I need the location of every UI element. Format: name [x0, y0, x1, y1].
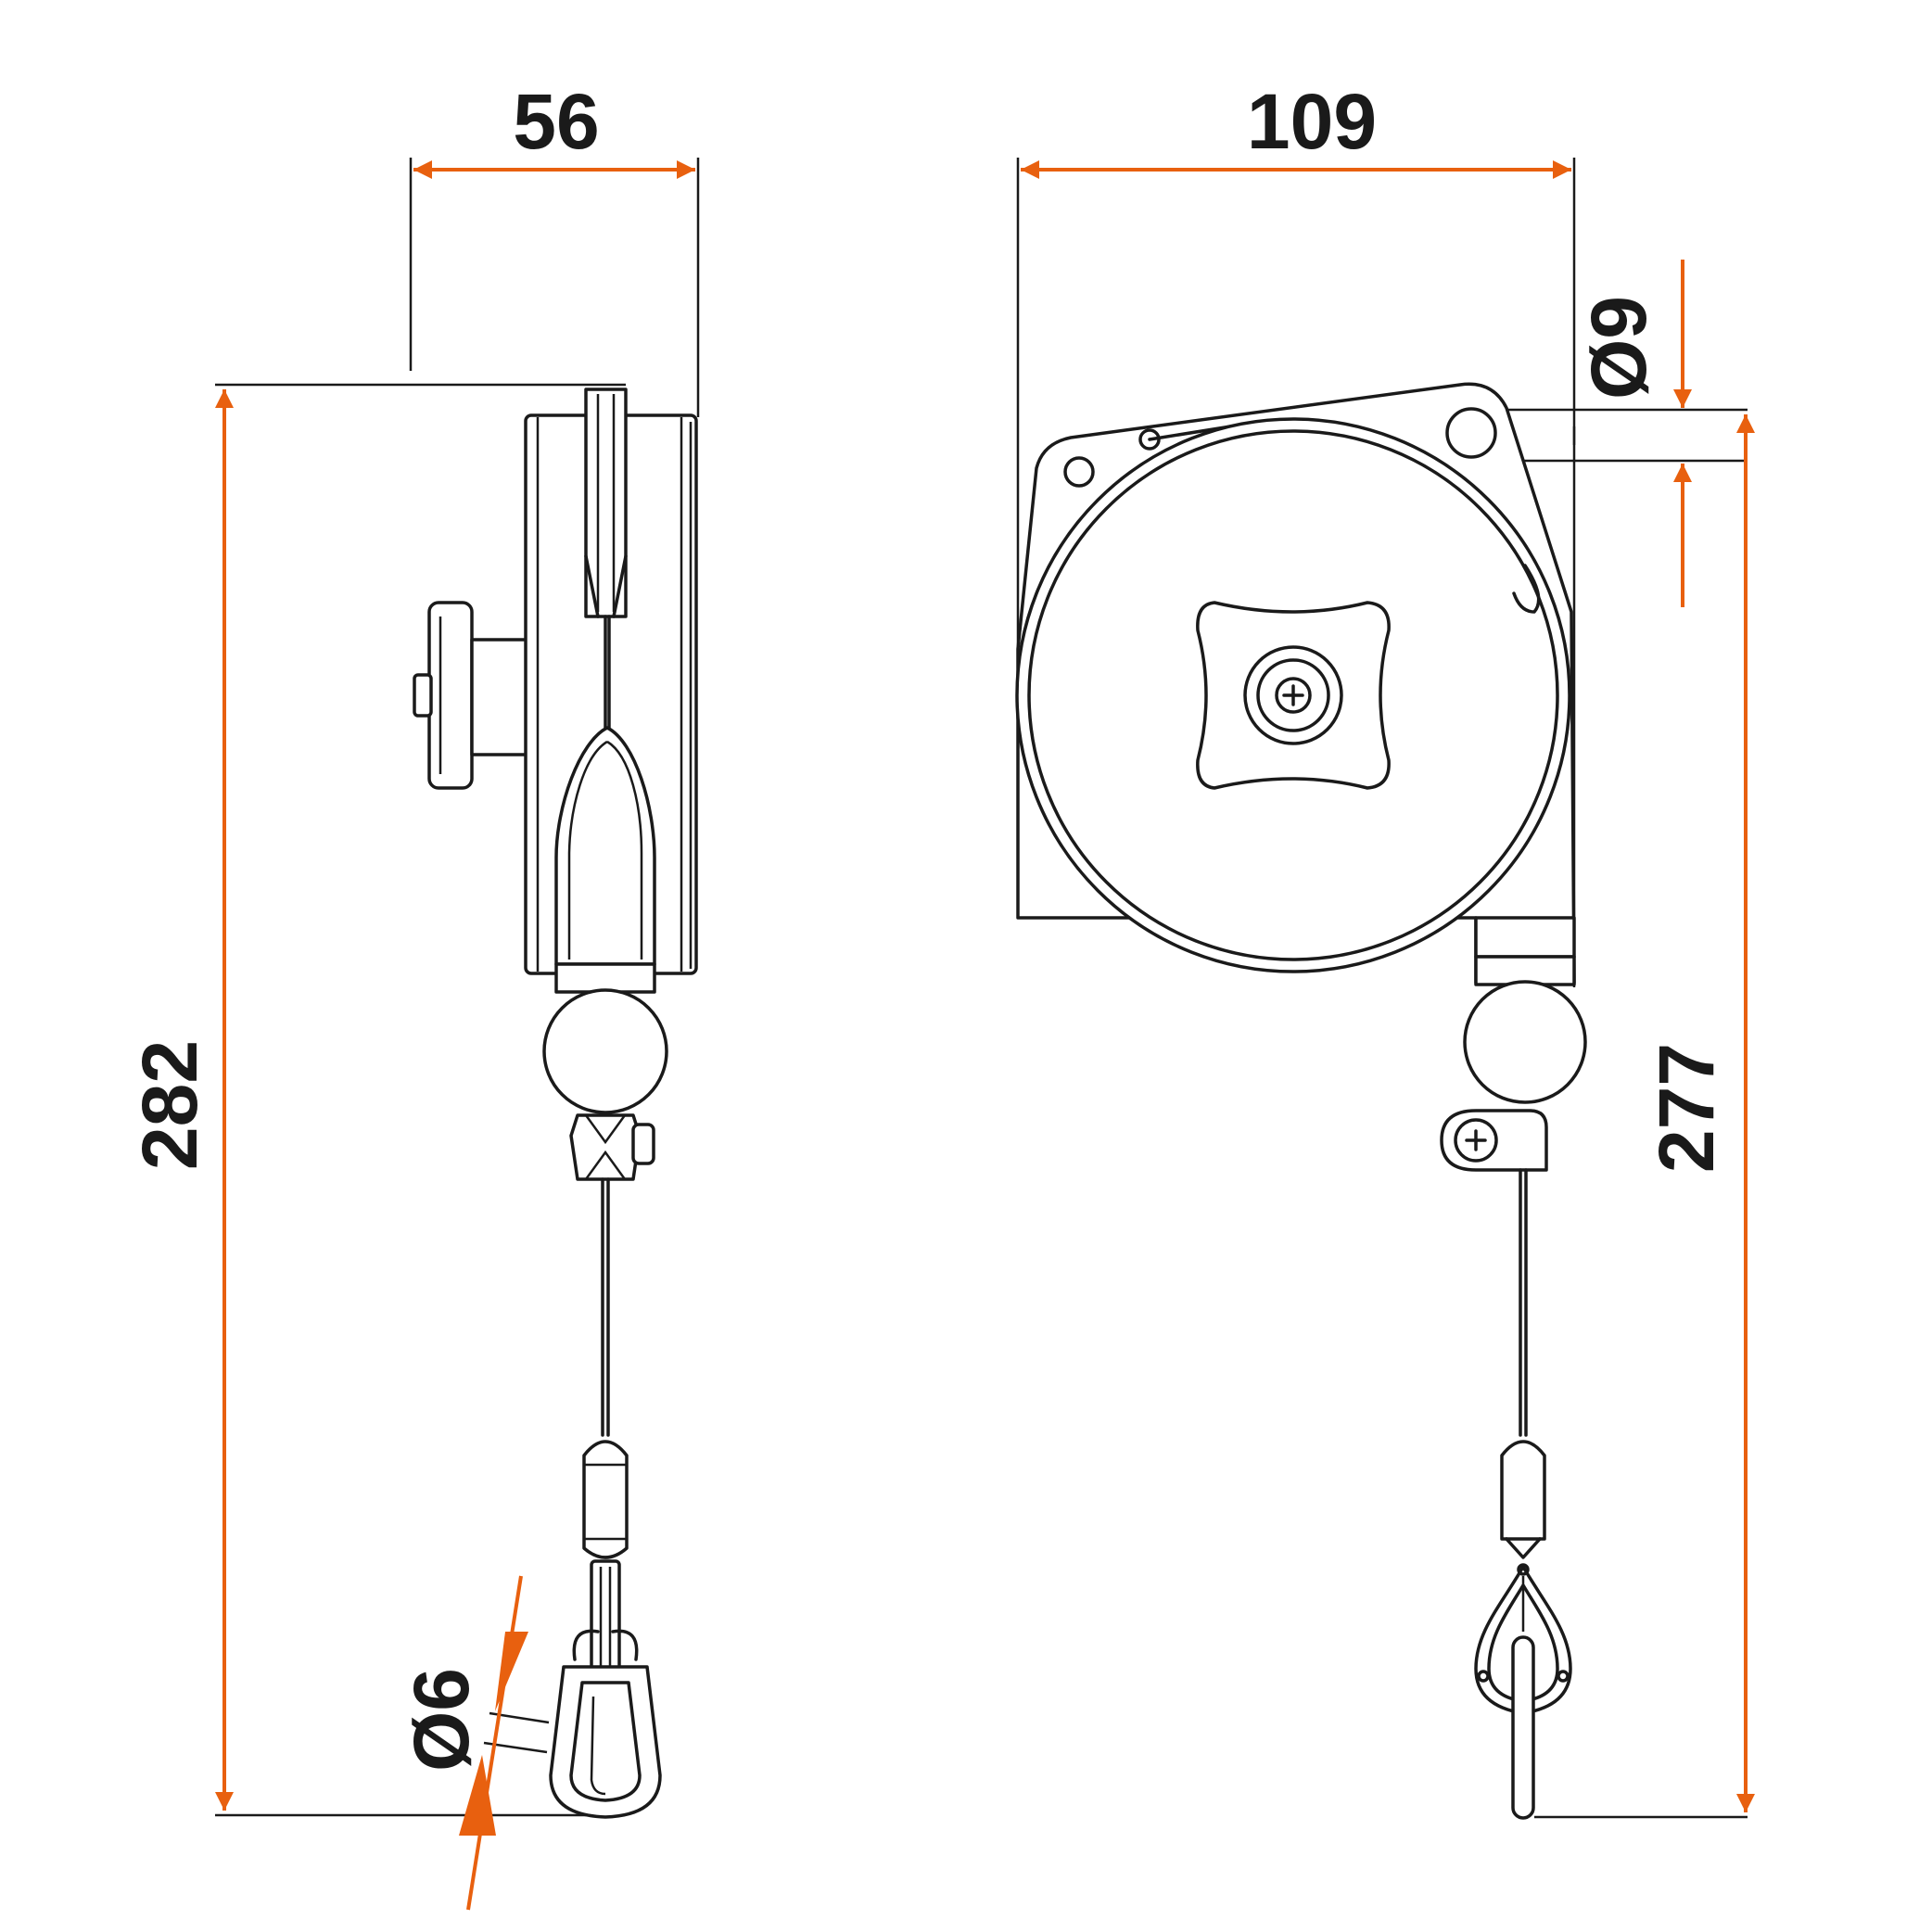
dimension-109: 109 — [1021, 78, 1571, 179]
dim-277-label: 277 — [1643, 1043, 1730, 1173]
dimension-d6: Ø6 — [398, 1575, 550, 1911]
dim-109-label: 109 — [1247, 78, 1377, 165]
dim-56-label: 56 — [513, 78, 599, 165]
dim-d9-label: Ø9 — [1575, 296, 1662, 400]
dim-d6-arrow-top — [495, 1632, 528, 1711]
dimension-d9: Ø9 — [1575, 260, 1692, 607]
dimension-56: 56 — [413, 78, 695, 179]
front-view — [1015, 158, 1748, 1820]
dim-d6-arrow-bottom — [459, 1755, 496, 1836]
dimension-282: 282 — [126, 389, 234, 1811]
side-view — [215, 158, 700, 1819]
dim-282-label: 282 — [126, 1040, 213, 1170]
dim-d6-label: Ø6 — [398, 1668, 485, 1772]
dimension-277: 277 — [1643, 414, 1755, 1812]
